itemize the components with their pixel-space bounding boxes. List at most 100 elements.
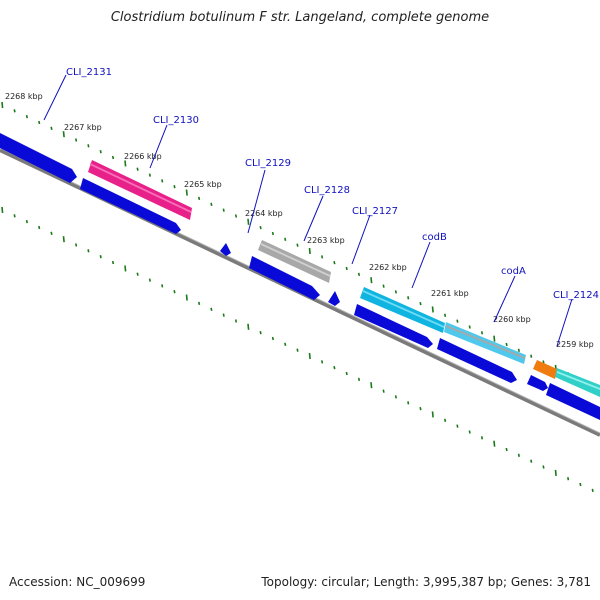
tick-mark (87, 249, 90, 253)
tick-mark (75, 243, 78, 247)
tick-mark (87, 144, 90, 148)
cds-arrow[interactable] (0, 133, 77, 183)
tick-mark (480, 331, 484, 335)
gene-label-cli-2129[interactable]: CLI_2129 (245, 158, 291, 169)
gene-label-cli-2124[interactable]: CLI_2124 (553, 290, 599, 301)
tick-mark (567, 477, 570, 481)
tick-mark (173, 185, 176, 189)
kbp-label: 2262 kbp (369, 263, 407, 272)
tick-mark (1, 206, 4, 213)
colored-feature-bands (88, 160, 600, 397)
tick-mark (136, 167, 139, 171)
tick-mark (25, 114, 28, 119)
tick-mark (124, 160, 127, 167)
tick-mark (111, 155, 115, 160)
cds-arrow[interactable] (354, 304, 433, 348)
tick-mark (591, 488, 594, 493)
tick-mark (148, 278, 151, 282)
accession-label: Accession: NC_009699 (9, 575, 146, 589)
tick-mark (419, 301, 422, 306)
cds-arrow[interactable] (249, 256, 320, 300)
kbp-label: 2265 kbp (184, 180, 222, 189)
tick-mark (161, 179, 164, 183)
gene-label-cli-2131[interactable]: CLI_2131 (66, 67, 112, 78)
inner-tick-marks (1, 206, 594, 493)
tick-mark (259, 225, 262, 230)
tick-mark (247, 323, 250, 330)
tick-mark (210, 307, 213, 311)
tick-mark (13, 109, 16, 113)
tick-mark (25, 219, 28, 224)
outer-tick-marks (1, 101, 594, 388)
tick-mark (222, 313, 225, 317)
cds-arrow[interactable] (80, 178, 181, 234)
tick-mark (505, 342, 508, 347)
kbp-label: 2264 kbp (245, 209, 283, 218)
tick-mark (444, 313, 447, 317)
tick-mark (198, 196, 201, 201)
gene-labels: CLI_2131 CLI_2130 CLI_2129 CLI_2128 CLI_… (66, 67, 599, 301)
cds-arrow[interactable] (328, 291, 340, 306)
tick-mark (517, 348, 520, 352)
tick-mark (554, 469, 557, 476)
tick-mark (468, 430, 471, 434)
tick-mark (13, 214, 16, 218)
tick-mark (321, 360, 324, 364)
cds-arrow[interactable] (527, 375, 548, 391)
tick-mark (382, 389, 385, 393)
tick-mark (50, 126, 53, 130)
tick-mark (480, 436, 484, 440)
tick-mark (419, 406, 422, 411)
tick-mark (185, 294, 188, 301)
tick-mark (198, 301, 201, 306)
gene-label-coda[interactable]: codA (501, 266, 526, 277)
tick-mark (161, 284, 164, 288)
tick-mark (38, 225, 41, 230)
cds-arrow[interactable] (546, 383, 600, 420)
tick-mark (271, 231, 274, 236)
tick-mark (247, 218, 250, 225)
tick-mark (431, 411, 434, 418)
tick-mark (308, 247, 311, 255)
kbp-label: 2266 kbp (124, 152, 162, 161)
tick-mark (407, 296, 410, 300)
gene-label-callouts (43, 74, 573, 347)
tick-mark (345, 266, 348, 271)
tick-mark (493, 335, 496, 342)
tick-mark (173, 290, 176, 294)
tick-mark (136, 272, 139, 276)
tick-mark (62, 236, 65, 243)
kbp-label: 2263 kbp (307, 236, 345, 245)
tick-mark (456, 424, 459, 428)
tick-mark (284, 237, 287, 241)
tick-mark (271, 336, 274, 341)
tick-mark (308, 352, 311, 360)
gene-label-cli-2130[interactable]: CLI_2130 (153, 115, 199, 126)
gene-label-cli-2128[interactable]: CLI_2128 (304, 185, 350, 196)
tick-mark (333, 261, 336, 265)
tick-mark (75, 138, 78, 142)
tick-mark (62, 131, 65, 138)
tick-mark (370, 277, 373, 284)
tick-mark (407, 401, 410, 405)
tick-mark (530, 354, 533, 358)
tick-mark (444, 418, 447, 422)
tick-mark (210, 202, 213, 206)
cds-arrow[interactable] (437, 338, 517, 383)
coda-orange-band[interactable] (533, 360, 557, 379)
tick-mark (259, 330, 262, 335)
tick-mark (50, 231, 53, 235)
tick-mark (333, 366, 336, 370)
gene-label-cli-2127[interactable]: CLI_2127 (352, 206, 398, 217)
tick-mark (542, 465, 545, 469)
tick-mark (505, 447, 508, 452)
tick-mark (456, 319, 459, 323)
kbp-label: 2260 kbp (493, 315, 531, 324)
cds-arrow[interactable] (220, 243, 231, 256)
kbp-label: 2259 kbp (556, 340, 594, 349)
topology-label: Topology: circular; Length: 3,995,387 bp… (261, 575, 591, 589)
tick-mark (321, 255, 324, 259)
tick-mark (542, 360, 545, 364)
gene-label-codb[interactable]: codB (422, 232, 447, 243)
